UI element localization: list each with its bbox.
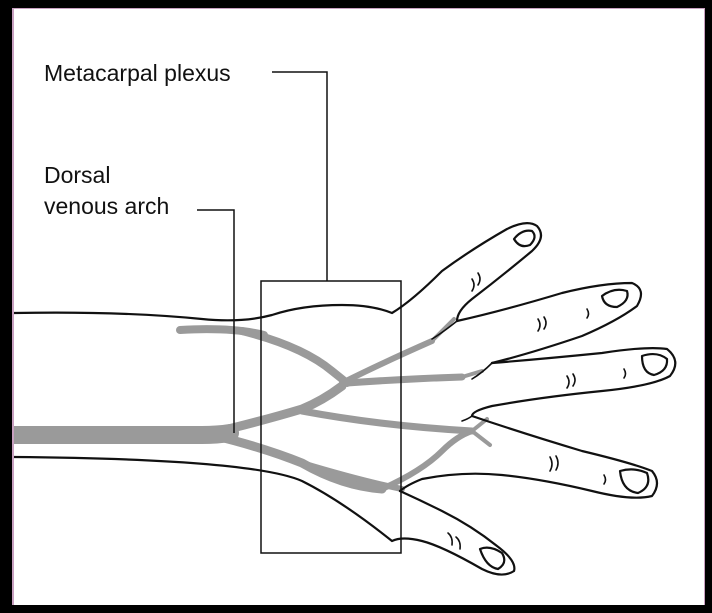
crease-thumb: [448, 533, 460, 549]
label-metacarpal-plexus: Metacarpal plexus: [44, 58, 231, 88]
thumb: [14, 457, 514, 575]
dorsal-arch-upper: [212, 386, 342, 433]
web-ring-little: [462, 416, 472, 421]
hand-vein-illustration: [14, 9, 705, 605]
hand-outline: [14, 223, 675, 574]
nail-index: [514, 231, 535, 246]
upper-curve-vein: [242, 331, 347, 383]
crease-middle: [538, 309, 589, 331]
plexus-mid: [302, 411, 472, 431]
nail-middle: [602, 290, 628, 307]
veins: [14, 319, 490, 489]
nail-ring: [642, 354, 667, 375]
digital-vein-ring-b: [472, 431, 490, 445]
forearm-vein: [14, 433, 230, 435]
nail-little: [620, 469, 648, 493]
plexus-to-ring: [382, 431, 472, 489]
forearm-top-edge: [14, 223, 541, 321]
leader-dorsal-venous-arch: [197, 210, 234, 433]
web-index-middle: [432, 321, 457, 339]
diagram-panel: Metacarpal plexus Dorsal venous arch: [12, 8, 705, 605]
leader-metacarpal-plexus: [272, 72, 327, 281]
label-dorsal-venous-arch-line2: venous arch: [44, 191, 169, 221]
ring-finger: [472, 348, 675, 416]
plexus-to-middle: [347, 377, 462, 383]
label-dorsal-venous-arch-line1: Dorsal: [44, 160, 110, 190]
web-middle-ring: [472, 363, 492, 379]
crease-index: [472, 273, 480, 291]
leader-lines: [197, 72, 327, 433]
nail-thumb: [480, 548, 504, 569]
crease-little: [550, 456, 606, 484]
crease-ring: [567, 369, 626, 388]
